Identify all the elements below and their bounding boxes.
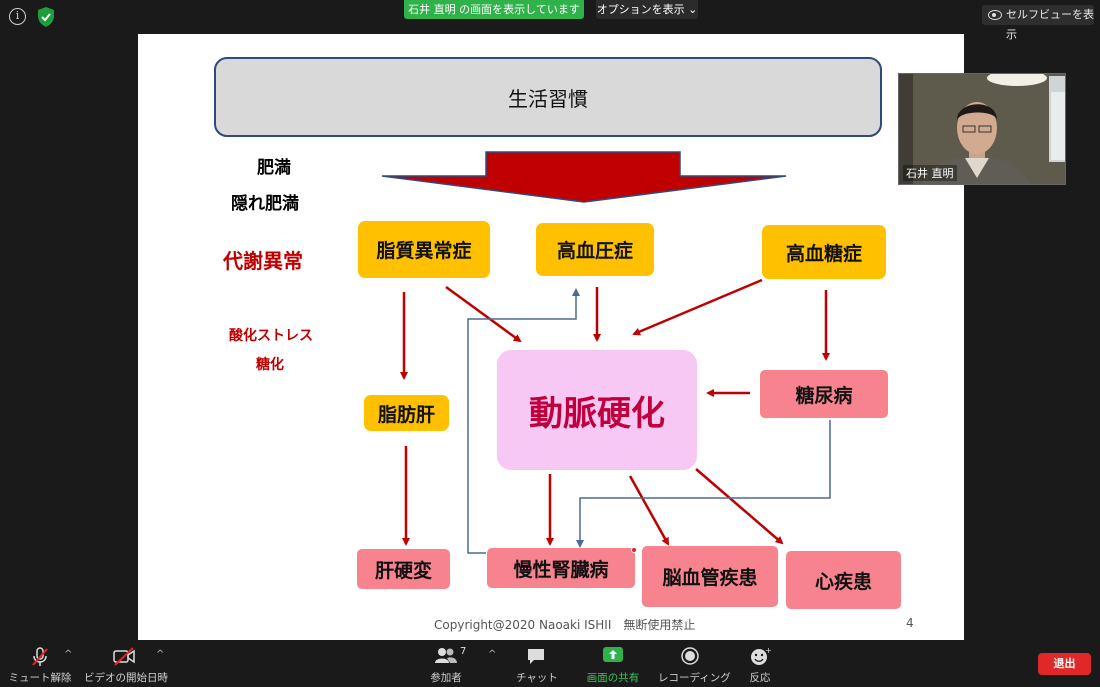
participant-video[interactable]: 石井 直明: [898, 73, 1066, 185]
participants-button[interactable]: 7 参加者: [424, 640, 468, 687]
metabolic-abnormality-label: 代謝異常: [223, 249, 303, 273]
big-down-arrow: [381, 151, 787, 203]
shared-slide: 生活習慣 肥満 隠れ肥満 代謝異常 酸化ストレス 糖化 脂質異常症 高血圧症 高…: [138, 34, 964, 640]
record-icon: [681, 647, 699, 665]
share-status-banner: 石井 直明 の画面を表示しています: [404, 0, 584, 19]
participants-count: 7: [460, 646, 467, 657]
reactions-button[interactable]: + 反応: [742, 640, 778, 687]
participants-icon: [435, 648, 457, 663]
arrow-glucose-athero: [632, 278, 763, 336]
audio-options-chevron-icon[interactable]: ^: [64, 649, 73, 660]
chat-label: チャット: [516, 672, 558, 684]
arrow-lipid-athero: [445, 285, 522, 343]
reactions-label: 反応: [749, 672, 771, 684]
meeting-toolbar: ミュート解除 ^ ビデオの開始日時 ^ 7 参加者 ^ チャット 画面の: [0, 640, 1100, 687]
leave-meeting-button[interactable]: 退出: [1038, 653, 1091, 675]
participant-name: 石井 直明: [903, 165, 957, 181]
eye-icon: [988, 10, 1002, 20]
start-video-label: ビデオの開始日時: [84, 672, 168, 684]
record-label: レコーディング: [658, 672, 731, 684]
arrow-athero-cerebro: [628, 475, 670, 546]
participant-video-image: [899, 74, 1065, 184]
fatty-liver-box: 脂肪肝: [364, 395, 449, 431]
hyperglycemia-box: 高血糖症: [762, 225, 886, 279]
share-screen-button[interactable]: 画面の共有: [584, 640, 642, 687]
obesity-label: 肥満: [257, 158, 291, 178]
hypertension-box: 高血圧症: [536, 223, 654, 276]
atherosclerosis-box: 動脈硬化: [497, 350, 697, 470]
top-bar: i 石井 直明 の画面を表示しています オプションを表示 ⌄ セルフビューを表示: [0, 0, 1100, 41]
arrow-athero-heart: [695, 468, 784, 545]
self-view-label: セルフビューを表示: [1006, 8, 1094, 41]
connector-diabetes-ckd: [576, 420, 831, 548]
svg-text:+: +: [765, 646, 771, 655]
video-off-icon: [113, 647, 135, 666]
chat-button[interactable]: チャット: [516, 640, 558, 687]
cerebrovascular-box: 脳血管疾患: [642, 546, 778, 607]
connector-ckd-bp: [467, 288, 580, 554]
start-video-button[interactable]: ビデオの開始日時: [84, 640, 168, 687]
participants-chevron-icon[interactable]: ^: [488, 649, 497, 660]
lifestyle-box: 生活習慣: [214, 57, 882, 137]
glycation-label: 糖化: [256, 357, 284, 373]
info-icon[interactable]: i: [9, 8, 26, 25]
heart-disease-box: 心疾患: [786, 551, 901, 609]
diagram-connectors: [381, 151, 831, 554]
diabetes-box: 糖尿病: [760, 370, 888, 418]
page-number: 4: [906, 616, 914, 630]
shield-icon[interactable]: [36, 6, 56, 28]
hidden-obesity-label: 隠れ肥満: [231, 194, 299, 214]
pointer-dot: [631, 547, 637, 553]
reaction-emoji-icon: +: [751, 646, 771, 665]
participants-label: 参加者: [430, 672, 462, 684]
view-options-button[interactable]: オプションを表示 ⌄: [596, 0, 698, 19]
record-button[interactable]: レコーディング: [658, 640, 731, 687]
chat-icon: [528, 649, 544, 664]
unmute-label: ミュート解除: [8, 672, 72, 684]
share-screen-icon: [603, 647, 623, 662]
muted-mic-icon: [32, 647, 48, 666]
video-options-chevron-icon[interactable]: ^: [156, 649, 165, 660]
ckd-box: 慢性腎臓病: [487, 548, 635, 588]
unmute-button[interactable]: ミュート解除: [8, 640, 72, 687]
copyright-text: Copyright@2020 Naoaki ISHII 無断使用禁止: [434, 618, 696, 632]
dyslipidemia-box: 脂質異常症: [358, 221, 490, 278]
oxidative-stress-label: 酸化ストレス: [229, 328, 313, 344]
cirrhosis-box: 肝硬変: [357, 549, 450, 589]
show-self-view-button[interactable]: セルフビューを表示: [982, 5, 1094, 41]
share-screen-label: 画面の共有: [586, 672, 640, 684]
